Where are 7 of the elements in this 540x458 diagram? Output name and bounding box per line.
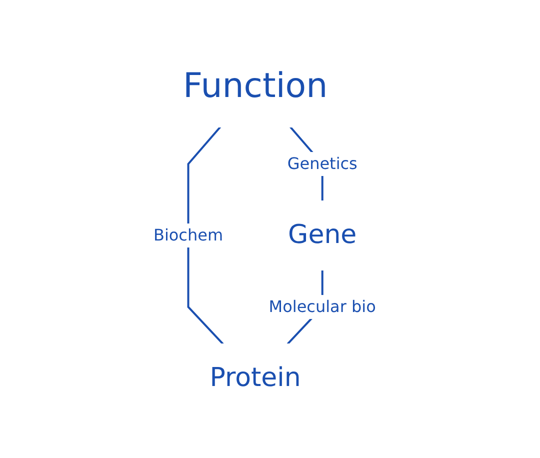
edge-label: Genetics bbox=[287, 153, 358, 172]
connector bbox=[187, 126, 224, 344]
node-text: Function bbox=[183, 66, 328, 106]
edge-label: Biochem bbox=[154, 224, 224, 244]
edge-label: Molecular bio bbox=[268, 296, 376, 316]
node-text: Protein bbox=[210, 362, 302, 392]
node-text: Gene bbox=[288, 219, 357, 250]
